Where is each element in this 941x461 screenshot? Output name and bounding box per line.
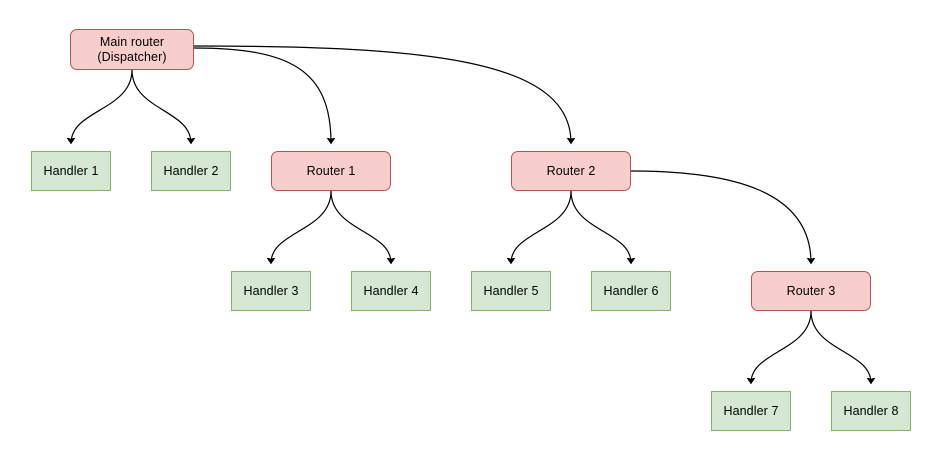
edge-router1-to-handler4[interactable] — [330, 190, 391, 263]
edge-router3-to-handler7[interactable] — [751, 310, 812, 383]
node-label: Main router (Dispatcher) — [97, 34, 167, 64]
node-handler6[interactable]: Handler 6 — [591, 271, 671, 311]
edge-router2-to-router3[interactable] — [630, 170, 811, 263]
node-label: Router 1 — [306, 163, 356, 178]
node-label: Handler 4 — [363, 283, 419, 298]
node-label: Handler 8 — [843, 403, 899, 418]
node-label: Handler 1 — [43, 163, 99, 178]
edge-main-to-handler1[interactable] — [71, 69, 133, 143]
node-router3[interactable]: Router 3 — [751, 271, 871, 311]
edge-group — [71, 45, 871, 383]
node-router1[interactable]: Router 1 — [271, 151, 391, 191]
node-label: Handler 3 — [243, 283, 299, 298]
edge-router2-to-handler5[interactable] — [511, 190, 572, 263]
node-label: Router 3 — [786, 283, 836, 298]
edge-main-to-router2[interactable] — [193, 45, 571, 143]
node-router2[interactable]: Router 2 — [511, 151, 631, 191]
node-label: Handler 7 — [723, 403, 779, 418]
node-main[interactable]: Main router (Dispatcher) — [70, 29, 194, 70]
edge-main-to-router1[interactable] — [193, 47, 331, 143]
node-handler2[interactable]: Handler 2 — [151, 151, 231, 191]
node-handler3[interactable]: Handler 3 — [231, 271, 311, 311]
node-handler1[interactable]: Handler 1 — [31, 151, 111, 191]
edge-router1-to-handler3[interactable] — [271, 190, 332, 263]
node-handler4[interactable]: Handler 4 — [351, 271, 431, 311]
node-handler7[interactable]: Handler 7 — [711, 391, 791, 431]
edge-router2-to-handler6[interactable] — [570, 190, 631, 263]
node-handler8[interactable]: Handler 8 — [831, 391, 911, 431]
node-label: Router 2 — [546, 163, 596, 178]
node-label: Handler 5 — [483, 283, 539, 298]
node-label: Handler 2 — [163, 163, 219, 178]
node-label: Handler 6 — [603, 283, 659, 298]
edge-main-to-handler2[interactable] — [131, 69, 191, 143]
node-handler5[interactable]: Handler 5 — [471, 271, 551, 311]
edge-router3-to-handler8[interactable] — [810, 310, 871, 383]
